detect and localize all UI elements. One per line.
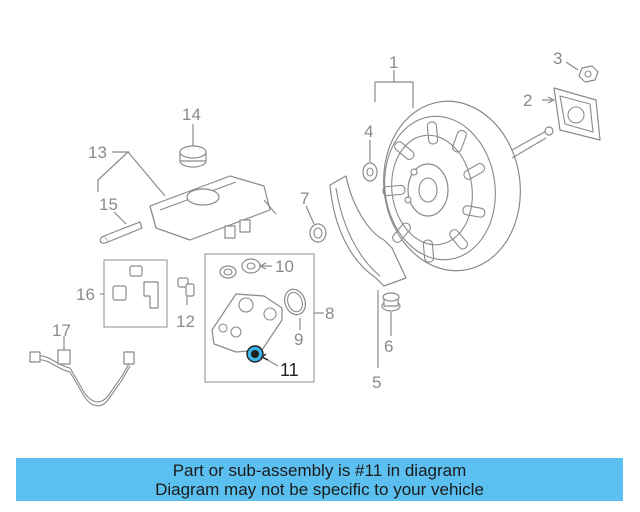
leader-lines <box>63 61 579 368</box>
seal <box>309 223 327 243</box>
banner-line-1: Part or sub-assembly is #11 in diagram <box>172 461 467 480</box>
label-12: 12 <box>176 312 195 331</box>
label-13: 13 <box>88 143 107 162</box>
booster-gasket <box>553 87 601 141</box>
label-5: 5 <box>372 373 381 392</box>
label-6: 6 <box>384 337 393 356</box>
label-8: 8 <box>325 304 334 323</box>
brake-booster <box>382 100 554 272</box>
label-16: 16 <box>76 285 95 304</box>
label-11: 11 <box>280 360 299 380</box>
sensor-harness <box>29 349 135 407</box>
master-cylinder <box>211 293 283 353</box>
label-17: 17 <box>52 321 71 340</box>
pressure-sensor <box>112 265 159 309</box>
reservoir-cap <box>179 145 207 168</box>
label-3: 3 <box>553 49 562 68</box>
banner-line-2: Diagram may not be specific to your vehi… <box>155 480 484 499</box>
label-2: 2 <box>523 91 532 110</box>
nut <box>578 65 599 83</box>
label-7: 7 <box>300 189 309 208</box>
parts-diagram: 1 2 3 4 5 6 7 8 9 10 11 12 13 14 15 16 1… <box>29 49 601 407</box>
info-banner: Part or sub-assembly is #11 in diagram D… <box>16 458 623 501</box>
fitting <box>177 277 195 297</box>
reservoir-grommet <box>219 258 261 279</box>
highlighted-part-11 <box>246 345 264 363</box>
retaining-pin <box>99 221 143 244</box>
master-cylinder-box <box>204 253 315 383</box>
bracket <box>329 175 407 287</box>
label-10: 10 <box>275 257 294 276</box>
label-4: 4 <box>364 122 373 141</box>
booster-nut <box>362 162 378 182</box>
label-1: 1 <box>389 53 398 72</box>
o-ring <box>284 288 306 316</box>
grommet <box>381 292 401 312</box>
label-14: 14 <box>182 105 201 124</box>
label-15: 15 <box>99 195 118 214</box>
label-9: 9 <box>294 330 303 349</box>
fluid-reservoir <box>149 175 277 241</box>
